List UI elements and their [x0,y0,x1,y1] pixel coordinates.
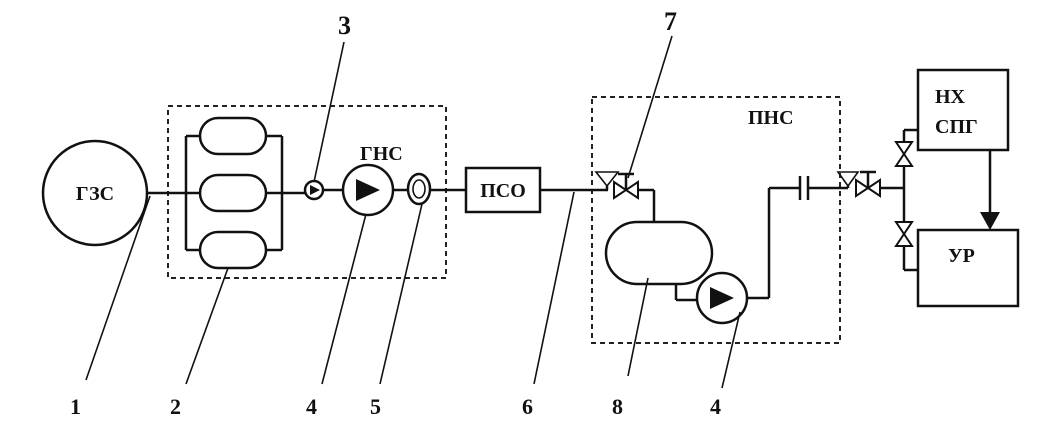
callout-4a: 4 [306,394,317,419]
callout-7: 7 [664,7,677,36]
valve-upper [894,141,914,167]
nx-label-line1: НХ [935,86,966,108]
ur-unit [916,228,1020,308]
meter-5 [406,172,432,206]
gzs-label: ГЗС [76,183,114,205]
storage-vessel-2 [198,173,268,213]
small-pump-3 [303,179,325,201]
callout-8: 8 [612,394,623,419]
storage-vessel-group [184,116,284,270]
pns-enclosure [591,96,841,344]
nx-label-line2: СПГ [935,116,978,138]
callout-4b: 4 [710,394,721,419]
valve-outlet [836,170,881,198]
valve-7 [594,171,639,200]
storage-vessel-1 [198,116,268,156]
pso-unit [464,166,542,214]
valve-lower [894,221,914,247]
callout-5: 5 [370,394,381,419]
pso-label: ПСО [480,180,526,202]
callout-6: 6 [522,394,533,419]
callout-2: 2 [170,394,181,419]
tank-8 [604,220,714,286]
flow-arrow [980,212,1000,230]
storage-vessel-3 [198,230,268,270]
nx-spg-storage [916,68,1010,152]
callout-3: 3 [338,11,351,40]
gns-label: ГНС [360,143,403,165]
ur-label: УР [948,245,975,267]
pns-label: ПНС [748,107,794,129]
callout-1: 1 [70,394,81,419]
flange-connection [798,176,810,200]
pump-4-gns [341,163,395,217]
